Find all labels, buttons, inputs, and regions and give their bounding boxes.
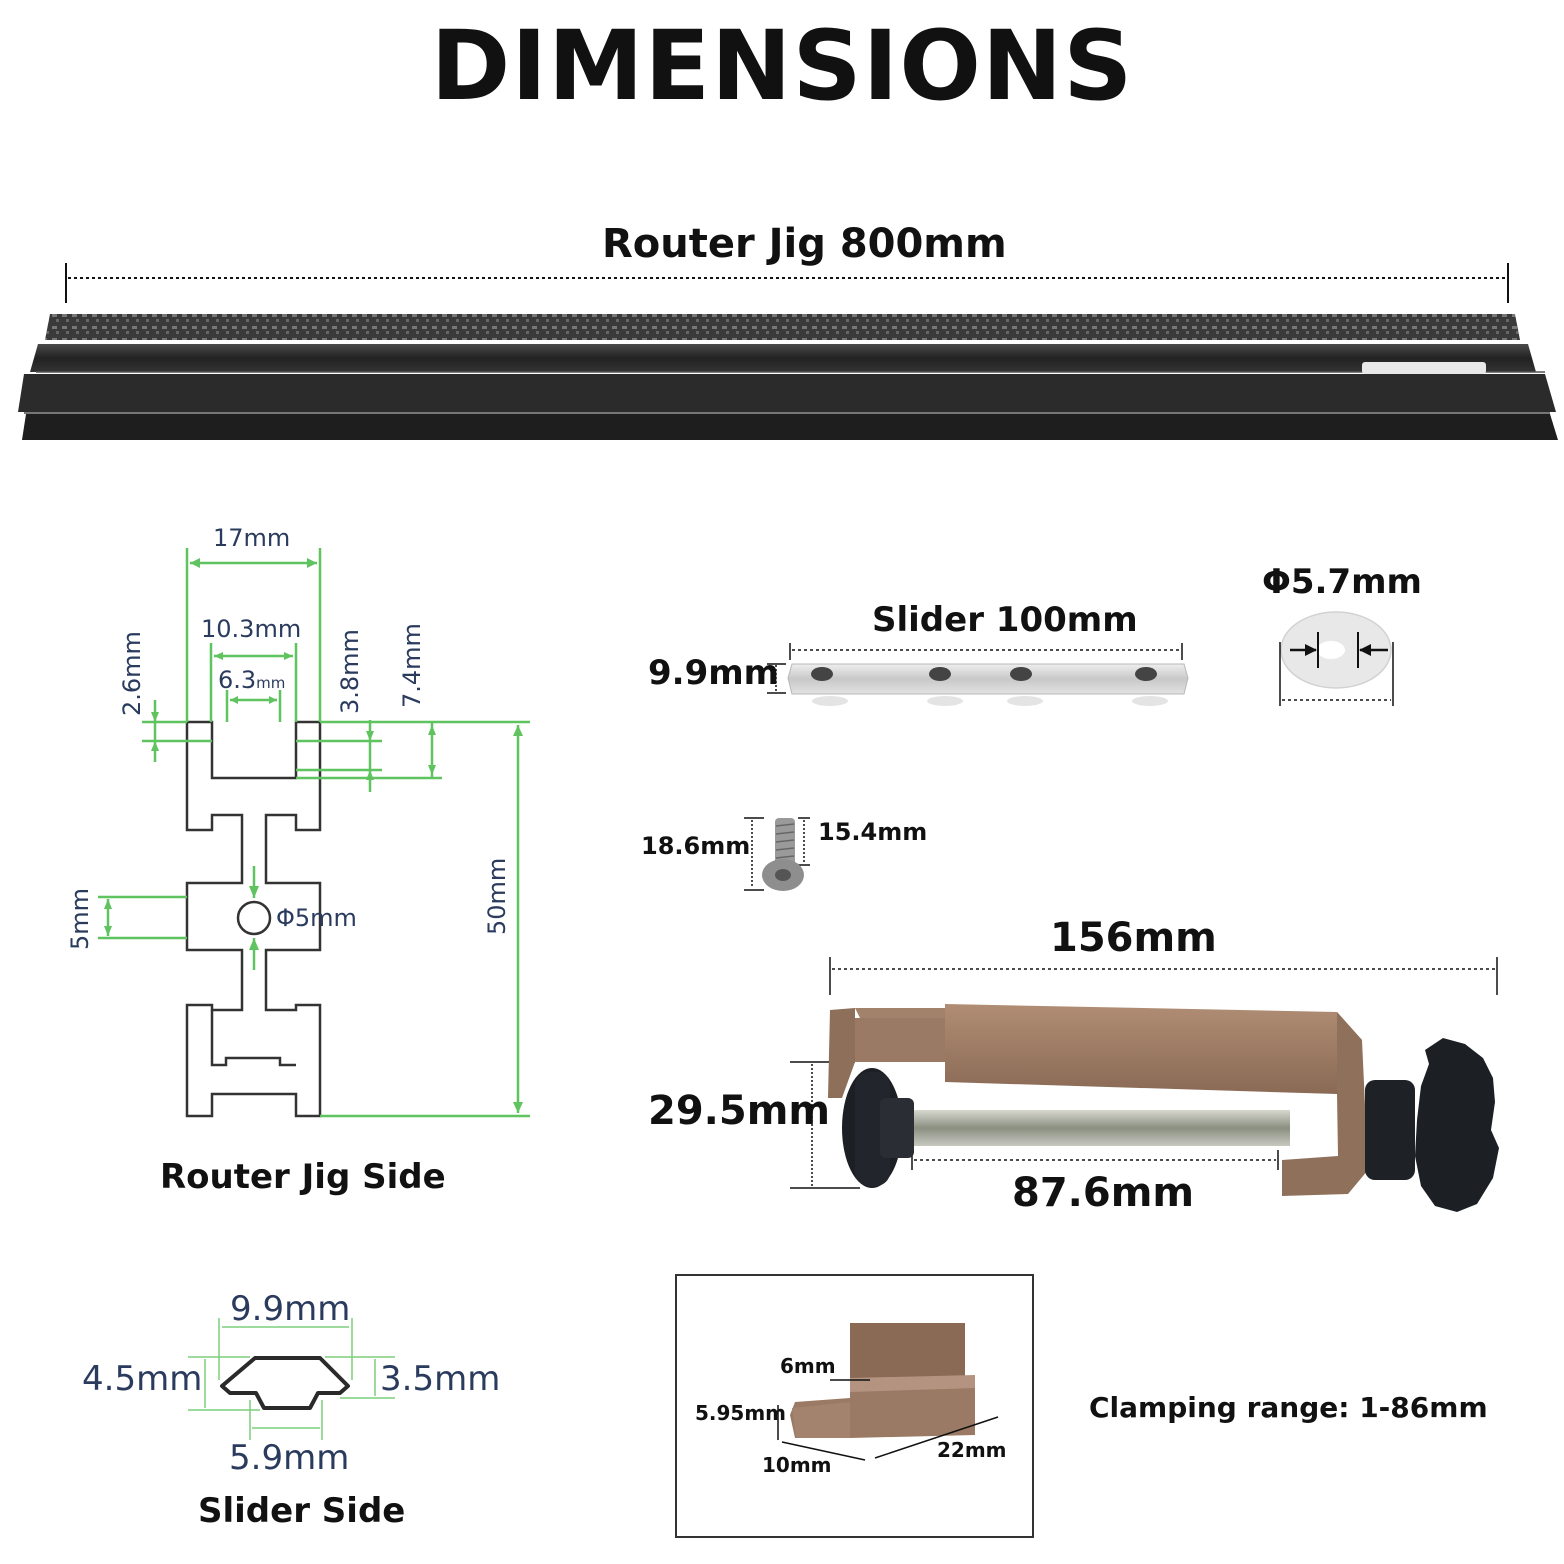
screw-shank-label: 15.4mm bbox=[818, 818, 928, 846]
router-jig-rail bbox=[18, 263, 1558, 440]
washer-diameter-label: Φ5.7mm bbox=[1262, 562, 1422, 602]
detail-5-95mm: 5.95mm bbox=[695, 1401, 787, 1425]
rail-length-label: Router Jig 800mm bbox=[602, 221, 1007, 267]
slider-side-caption: Slider Side bbox=[198, 1491, 406, 1531]
dim-6-3-unit: mm bbox=[256, 674, 286, 692]
clamp-length-label: 156mm bbox=[1050, 915, 1217, 961]
dim-6-3-number: 6.3 bbox=[218, 666, 257, 694]
slider-length-label: Slider 100mm bbox=[872, 600, 1138, 640]
screw-length-label: 18.6mm bbox=[641, 832, 751, 860]
clamping-range-label: Clamping range: 1-86mm bbox=[1089, 1391, 1488, 1424]
dim-17mm: 17mm bbox=[213, 524, 291, 552]
clamp bbox=[790, 957, 1499, 1212]
slider-side-right-height: 3.5mm bbox=[380, 1359, 501, 1399]
dim-2-6mm: 2.6mm bbox=[118, 631, 146, 716]
detail-10mm: 10mm bbox=[762, 1453, 832, 1477]
slider-bar bbox=[767, 643, 1189, 706]
dim-5mm: 5mm bbox=[66, 887, 94, 950]
dim-7-4mm: 7.4mm bbox=[398, 623, 426, 708]
dim-3-8mm: 3.8mm bbox=[336, 629, 364, 714]
slider-side-top-width: 9.9mm bbox=[230, 1289, 351, 1329]
slider-side-profile bbox=[188, 1318, 395, 1440]
dim-6-3mm: 6.3mm bbox=[218, 668, 285, 692]
dim-10-3mm: 10.3mm bbox=[201, 615, 302, 643]
slider-side-left-height: 4.5mm bbox=[82, 1359, 203, 1399]
profile-caption: Router Jig Side bbox=[160, 1157, 446, 1197]
screw bbox=[744, 817, 810, 891]
page-title: DIMENSIONS bbox=[430, 10, 1134, 122]
dim-50mm: 50mm bbox=[483, 857, 511, 935]
detail-box bbox=[675, 1274, 1034, 1538]
profile-dimension-lines bbox=[98, 548, 530, 1118]
slider-side-bottom-width: 5.9mm bbox=[229, 1438, 350, 1478]
washer bbox=[1279, 611, 1394, 706]
clamp-height-label: 29.5mm bbox=[648, 1088, 831, 1134]
detail-22mm: 22mm bbox=[937, 1438, 1007, 1462]
clamp-screw-length-label: 87.6mm bbox=[1012, 1170, 1195, 1216]
slider-height-label: 9.9mm bbox=[648, 653, 780, 693]
dim-hole-5mm: Φ5mm bbox=[276, 904, 357, 932]
detail-6mm: 6mm bbox=[780, 1354, 836, 1378]
profile-arrowheads bbox=[104, 558, 523, 1113]
